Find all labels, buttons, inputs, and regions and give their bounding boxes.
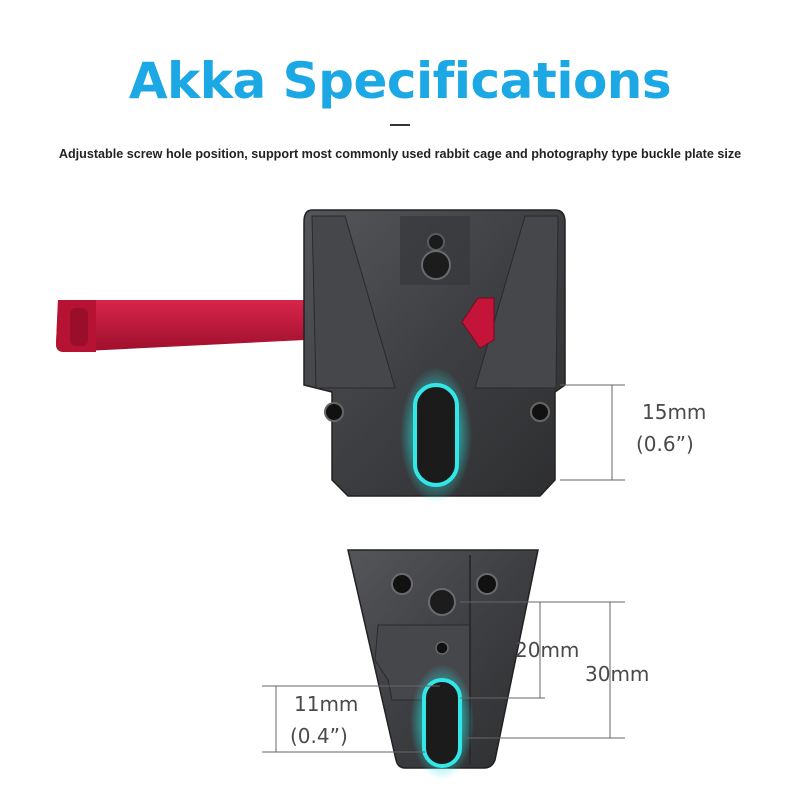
bottom-slot-dimension: 11mm [294, 692, 359, 716]
page-title: Akka Specifications [128, 52, 672, 110]
bottom-20mm-dimension: 20mm [515, 638, 580, 662]
top-dimension-lines [560, 384, 625, 481]
bottom-30mm-dimension: 30mm [585, 662, 650, 686]
bottom-adjustable-slot [422, 678, 462, 768]
bottom-plate [347, 549, 539, 780]
top-slot-dimension-inch: (0.6”) [636, 432, 694, 456]
top-slot-dimension: 15mm [642, 400, 707, 424]
bottom-dimension-lines [262, 601, 625, 753]
lever-handle [56, 300, 305, 352]
page-subtitle: Adjustable screw hole position, support … [58, 147, 742, 161]
top-plate [56, 209, 566, 503]
adjustable-slot [413, 383, 459, 487]
title-divider [390, 124, 410, 126]
bottom-slot-dimension-inch: (0.4”) [290, 724, 348, 748]
